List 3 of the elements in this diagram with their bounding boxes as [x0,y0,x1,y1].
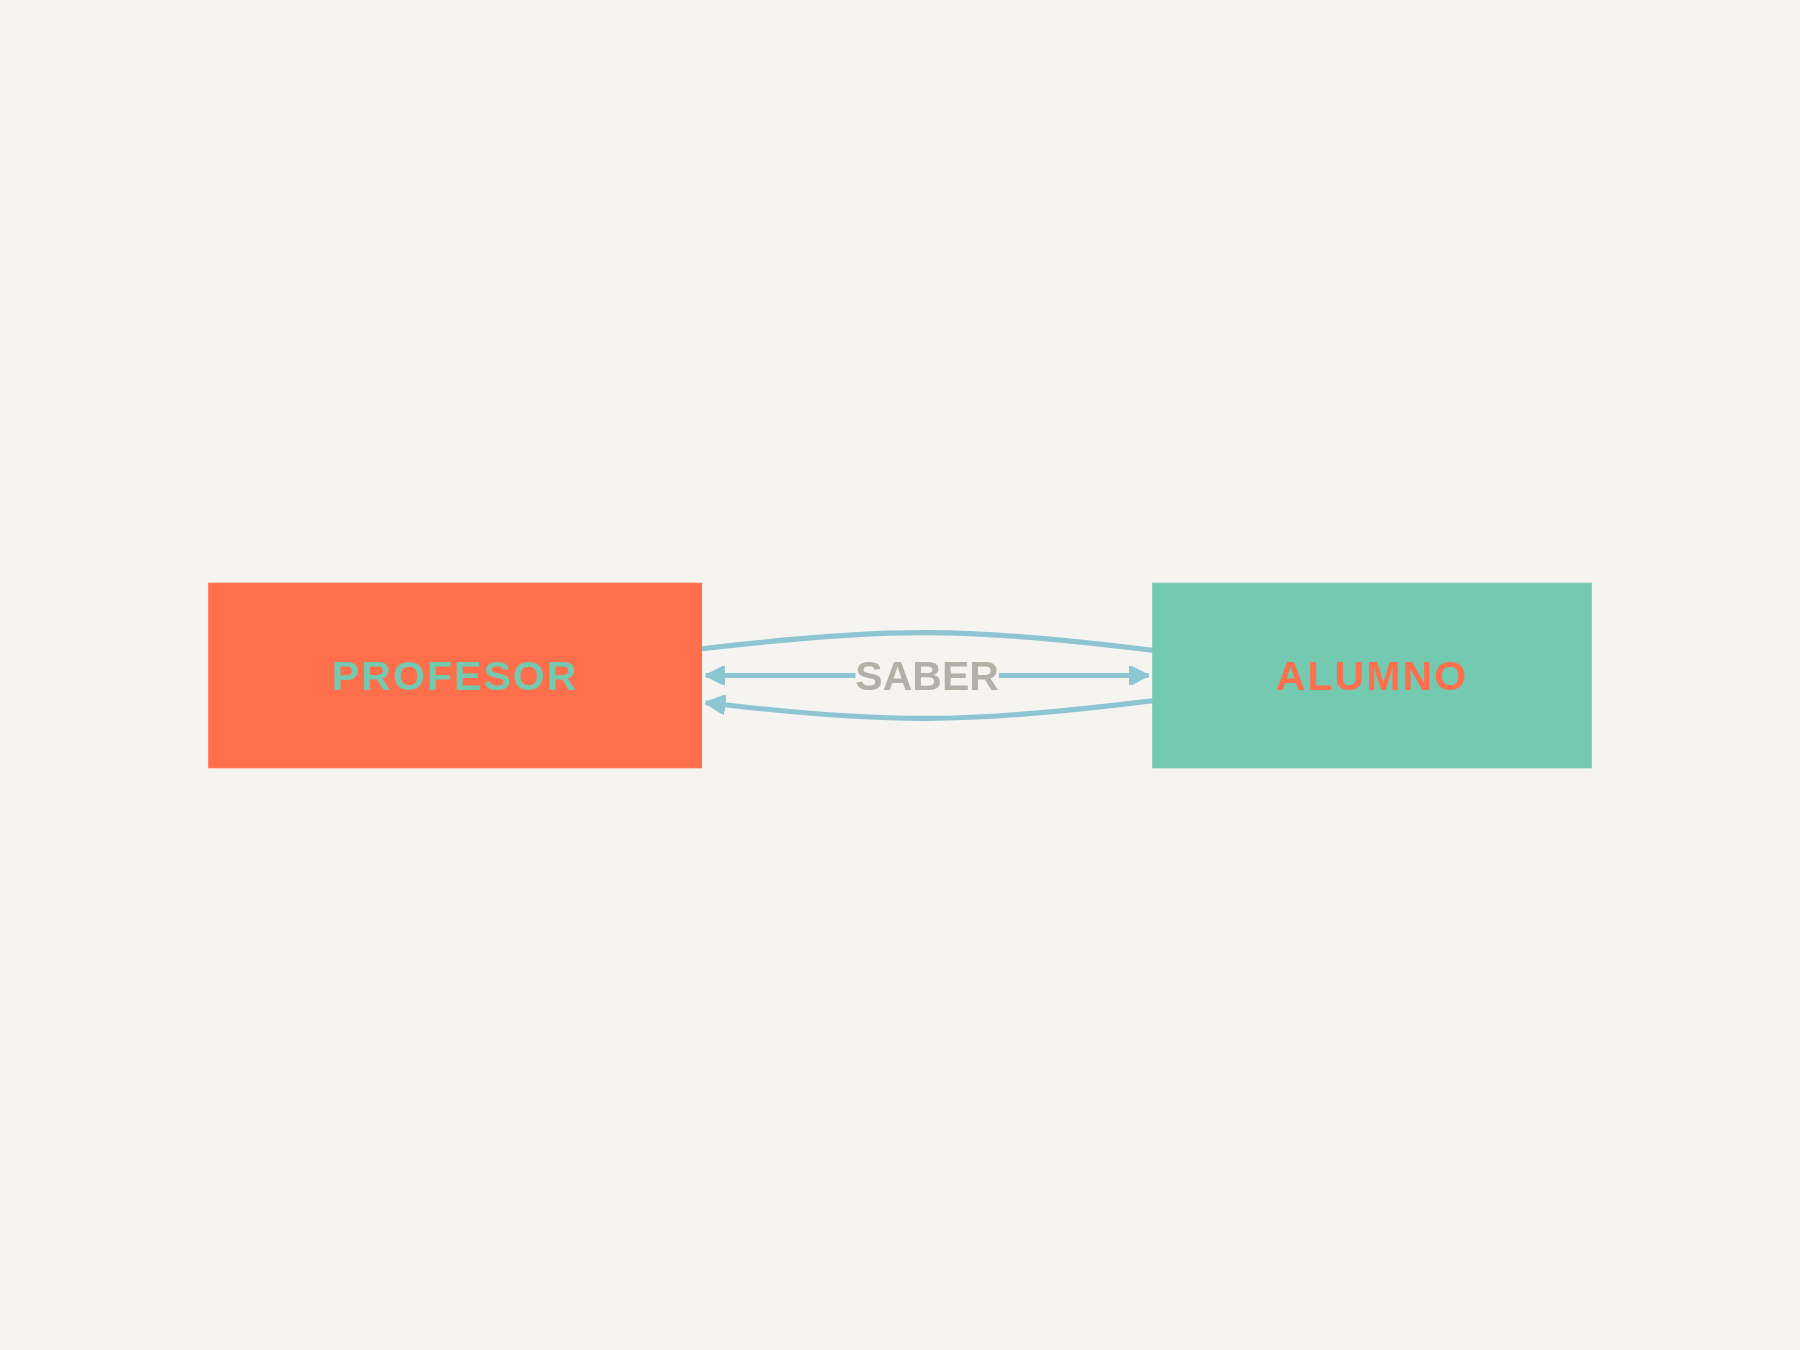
node-box: ALUMNO [1152,582,1592,768]
node-box: PROFESOR [208,582,703,768]
edge-label: SABER [855,652,999,698]
